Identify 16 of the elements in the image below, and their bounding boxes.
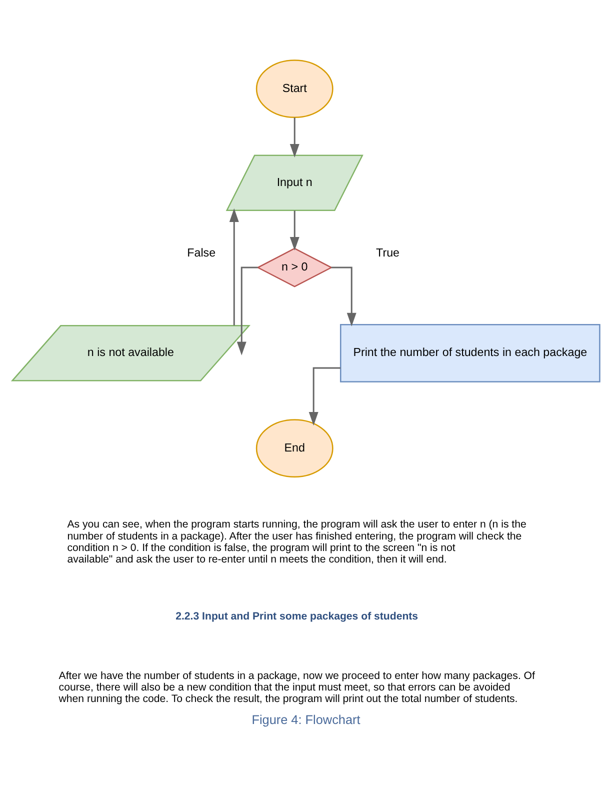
label: 2.2.3 Input and Print some packages of students	[176, 610, 418, 623]
arrow	[236, 266, 258, 356]
node-ellipse: Start	[256, 60, 334, 118]
label: After we have the number of students in a package, now we proceed to enter how many packages. Of course, there will also be a new condition that the input must meet, so that errors can be avoided when running the code. To check the result, the program will print out the total number of students.	[58, 670, 535, 706]
arrow	[308, 367, 340, 426]
node-ellipse: End	[256, 419, 334, 478]
edge-label: False	[187, 246, 216, 260]
arrow	[331, 266, 356, 326]
node-box: Print the number of students in each package	[340, 324, 600, 382]
arrow	[290, 118, 300, 158]
caption: Figure 4: Flowchart	[252, 712, 360, 727]
edge-label: True	[376, 246, 400, 260]
label: As you can see, when the program starts running, the program will ask the user to enter n (n is the number of students in a package). After the user has finished entering, the program will check the condition n > 0. If the condition is false, the program will print to the screen "n is not available" and ask the user to re-enter until n meets the condition, then it will end.	[67, 518, 526, 566]
arrow	[290, 210, 300, 251]
arrow	[229, 208, 239, 326]
node-diamond: n > 0	[256, 248, 333, 288]
